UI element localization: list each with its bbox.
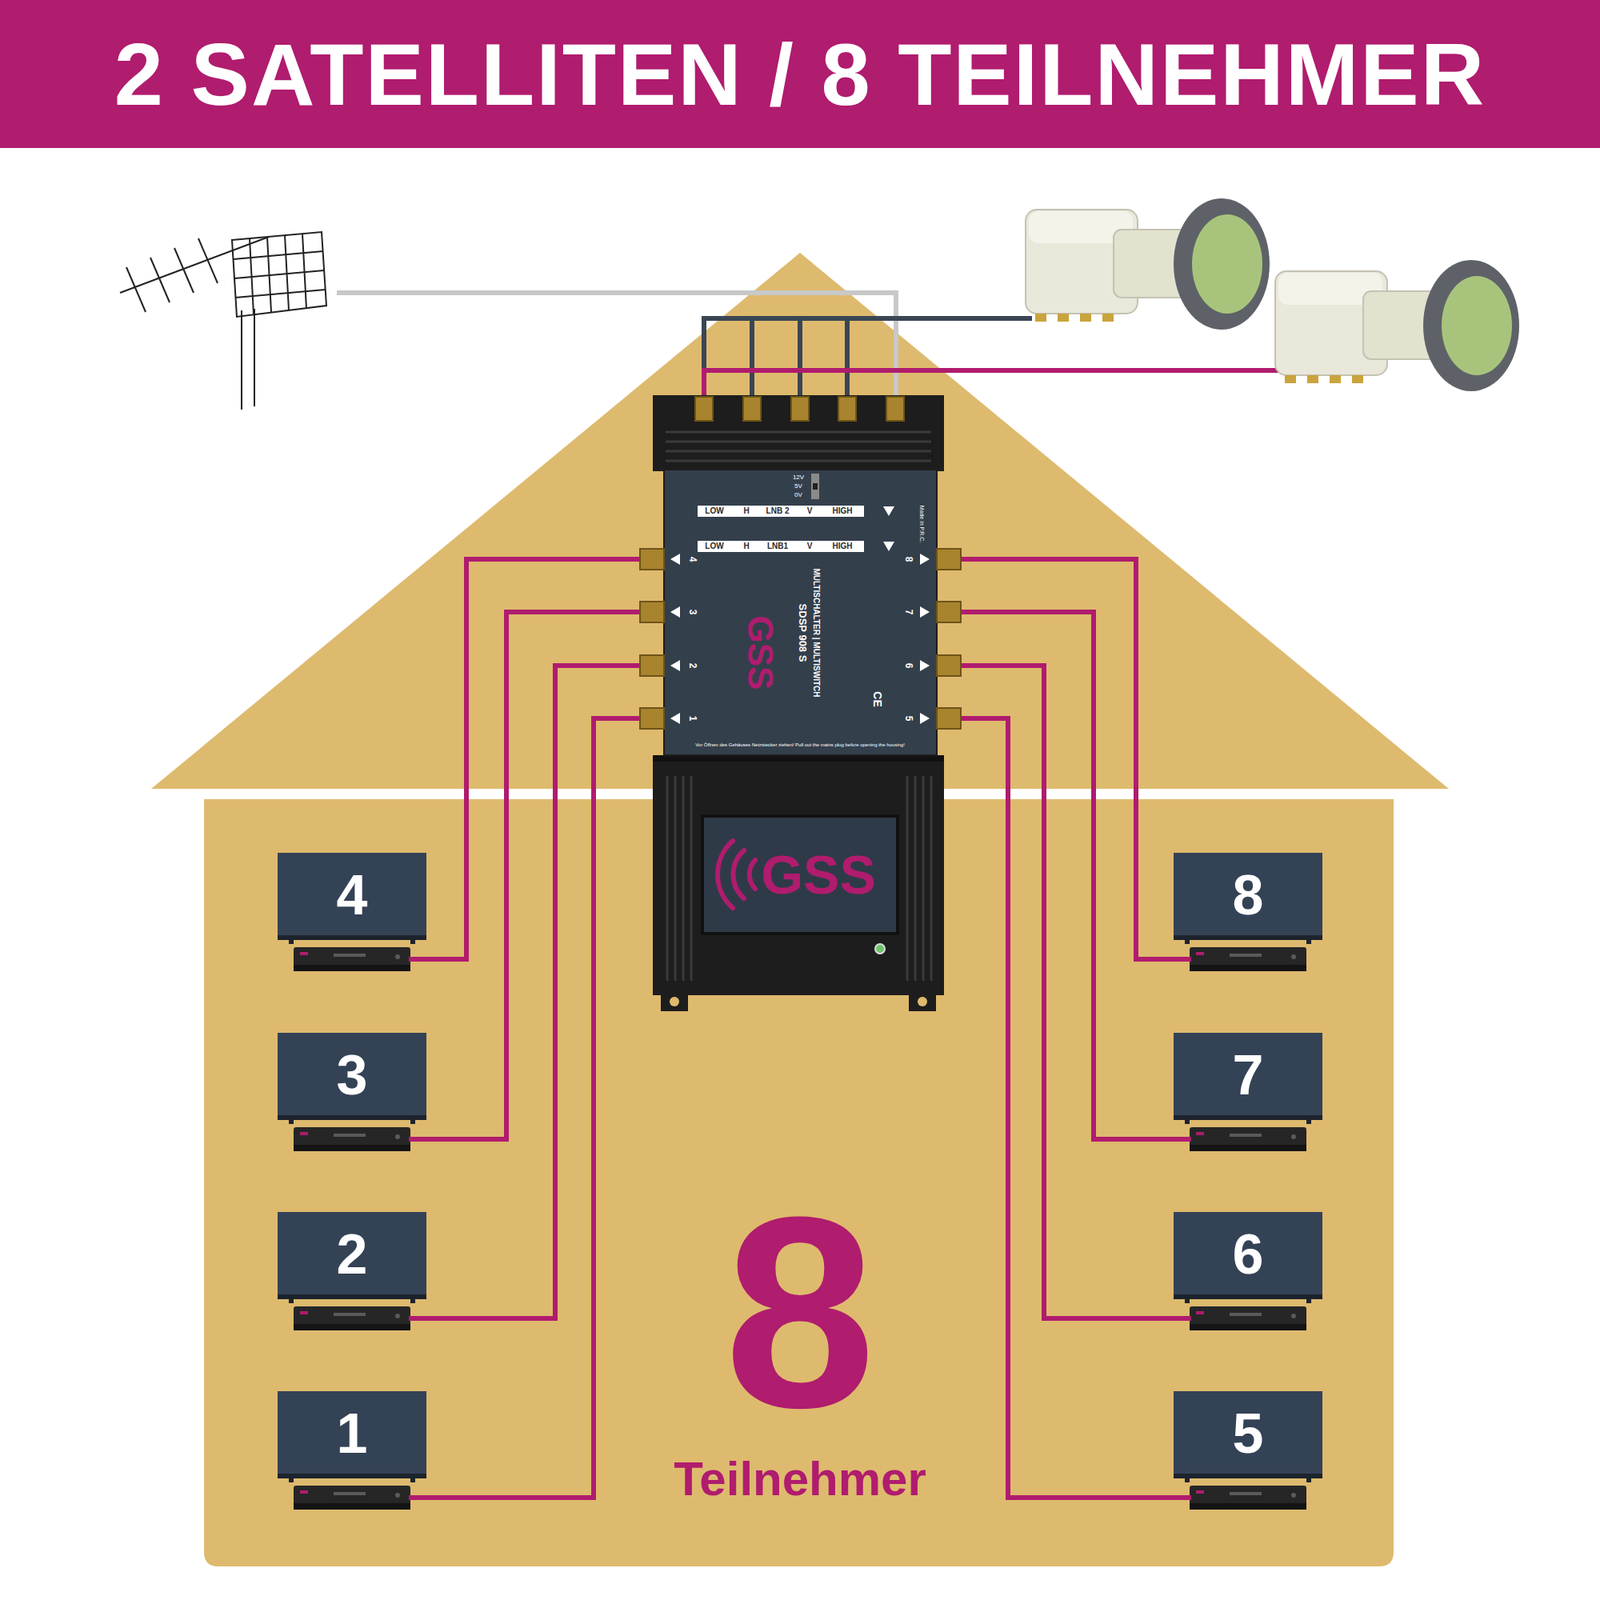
input-label: LOW	[704, 542, 724, 551]
subscriber-number: 4	[336, 867, 368, 924]
input-label: V	[807, 542, 813, 551]
input-label: LOW	[704, 507, 724, 516]
switch-setting: 12V	[792, 474, 804, 481]
port-number: 6	[904, 663, 914, 669]
subscriber-number: 1	[336, 1405, 368, 1462]
subscriber-caption: Teilnehmer	[673, 1455, 927, 1504]
tv-receiver: 2	[277, 1212, 427, 1332]
input-label: H	[743, 542, 749, 551]
port-number: 8	[904, 556, 914, 563]
tv-receiver: 5	[1173, 1391, 1323, 1512]
input-label: H	[743, 507, 749, 516]
tv-receiver: 1	[277, 1391, 427, 1512]
coax-cable	[936, 559, 1174, 960]
subscriber-number: 5	[1232, 1405, 1264, 1462]
coax-cable	[426, 612, 664, 1140]
brand-logo: GSS	[742, 616, 778, 691]
port-number: 5	[904, 716, 914, 722]
switch-setting: 5V	[794, 483, 803, 490]
input-label: HIGH	[832, 542, 853, 551]
origin-note: Made in P.R.C.	[919, 505, 925, 544]
input-label: V	[807, 507, 813, 516]
port-number: 7	[904, 609, 914, 616]
coax-cable	[426, 559, 664, 960]
tv-receiver: 8	[1173, 852, 1323, 973]
tv-receiver: 7	[1173, 1032, 1323, 1153]
port-number: 4	[688, 556, 698, 563]
safety-note: Vor Öffnen des Gehäuses Netzstecker zieh…	[695, 742, 905, 748]
brand-logo: GSS	[760, 847, 876, 902]
display-panel: GSS	[702, 816, 898, 934]
subscriber-number: 7	[1232, 1047, 1264, 1104]
coax-cable	[426, 665, 664, 1319]
multiswitch-panel: GSS SDSP 908 S MULTISCHALTER | MULTISWITCH	[664, 469, 937, 756]
tv-receiver: 4	[277, 852, 427, 973]
model-name: SDSP 908 S	[797, 604, 808, 663]
subscriber-number: 3	[336, 1047, 368, 1104]
title-text: 2 SATELLITEN / 8 TEILNEHMER	[114, 30, 1486, 119]
ce-mark: CE	[872, 691, 884, 707]
subscriber-number: 6	[1232, 1226, 1264, 1283]
subscriber-count: 8	[724, 1176, 876, 1448]
subscriber-number: 2	[336, 1226, 368, 1283]
tv-receiver: 3	[277, 1032, 427, 1153]
coax-cable	[426, 718, 664, 1498]
input-label: HIGH	[832, 507, 853, 516]
product-type: MULTISCHALTER | MULTISWITCH	[812, 568, 820, 697]
input-label: LNB 2	[766, 507, 790, 516]
port-number: 2	[688, 663, 698, 669]
port-number: 3	[688, 609, 698, 616]
port-number: 1	[688, 716, 698, 722]
input-label: LNB1	[767, 542, 788, 551]
tv-receiver: 6	[1173, 1212, 1323, 1332]
subscriber-number: 8	[1232, 867, 1264, 924]
switch-setting: 0V	[794, 492, 803, 499]
